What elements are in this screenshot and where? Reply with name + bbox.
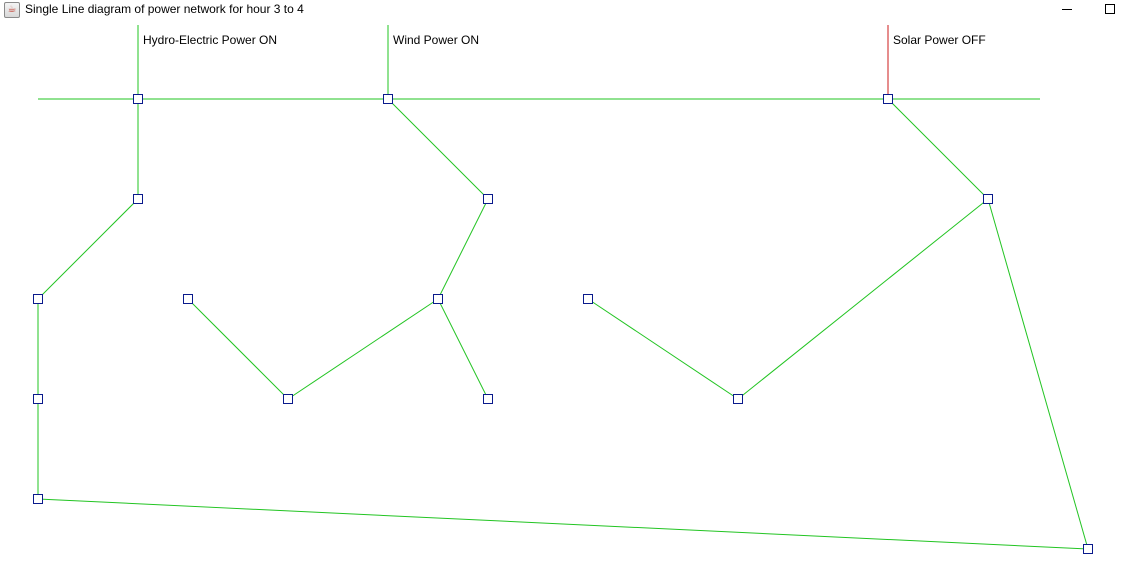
bus-node-W[interactable] bbox=[383, 94, 393, 104]
bus-node-E[interactable] bbox=[283, 394, 293, 404]
bus-node-C[interactable] bbox=[33, 494, 43, 504]
title-bar: ☕ Single Line diagram of power network f… bbox=[0, 0, 1125, 20]
bus-node-B[interactable] bbox=[33, 394, 43, 404]
maximize-button[interactable] bbox=[1090, 0, 1125, 20]
network-nodes bbox=[33, 94, 1093, 554]
edge-J-I bbox=[587, 298, 739, 400]
hydro-power-label: Hydro-Electric Power ON bbox=[143, 33, 277, 47]
bus-node-N2[interactable] bbox=[483, 194, 493, 204]
bus-node-L[interactable] bbox=[1083, 544, 1093, 554]
minimize-button[interactable] bbox=[1047, 0, 1087, 20]
edge-F-G bbox=[437, 298, 489, 400]
wind-power-label: Wind Power ON bbox=[393, 33, 479, 47]
edge-W-N2 bbox=[387, 98, 489, 200]
window-title: Single Line diagram of power network for… bbox=[25, 2, 304, 16]
bus-node-J[interactable] bbox=[733, 394, 743, 404]
edge-S-N3 bbox=[887, 98, 989, 200]
bus-node-G[interactable] bbox=[483, 394, 493, 404]
edge-E-D bbox=[187, 298, 289, 400]
edge-N3-J bbox=[737, 198, 989, 400]
edge-F-E bbox=[287, 298, 439, 400]
bus-node-N1[interactable] bbox=[133, 194, 143, 204]
bus-node-I[interactable] bbox=[583, 294, 593, 304]
edge-C-L bbox=[37, 498, 1089, 550]
bus-node-D[interactable] bbox=[183, 294, 193, 304]
bus-node-S[interactable] bbox=[883, 94, 893, 104]
network-edges bbox=[37, 98, 1089, 550]
solar-power-label: Solar Power OFF bbox=[893, 33, 986, 47]
bus-node-H[interactable] bbox=[133, 94, 143, 104]
edge-N1-A bbox=[37, 198, 139, 300]
bus-node-A[interactable] bbox=[33, 294, 43, 304]
java-coffee-cup-icon[interactable]: ☕ bbox=[4, 2, 20, 18]
edge-N3-L bbox=[987, 198, 1089, 550]
bus-node-F[interactable] bbox=[433, 294, 443, 304]
bus-node-K[interactable] bbox=[983, 194, 993, 204]
edge-N2-F bbox=[437, 198, 489, 300]
